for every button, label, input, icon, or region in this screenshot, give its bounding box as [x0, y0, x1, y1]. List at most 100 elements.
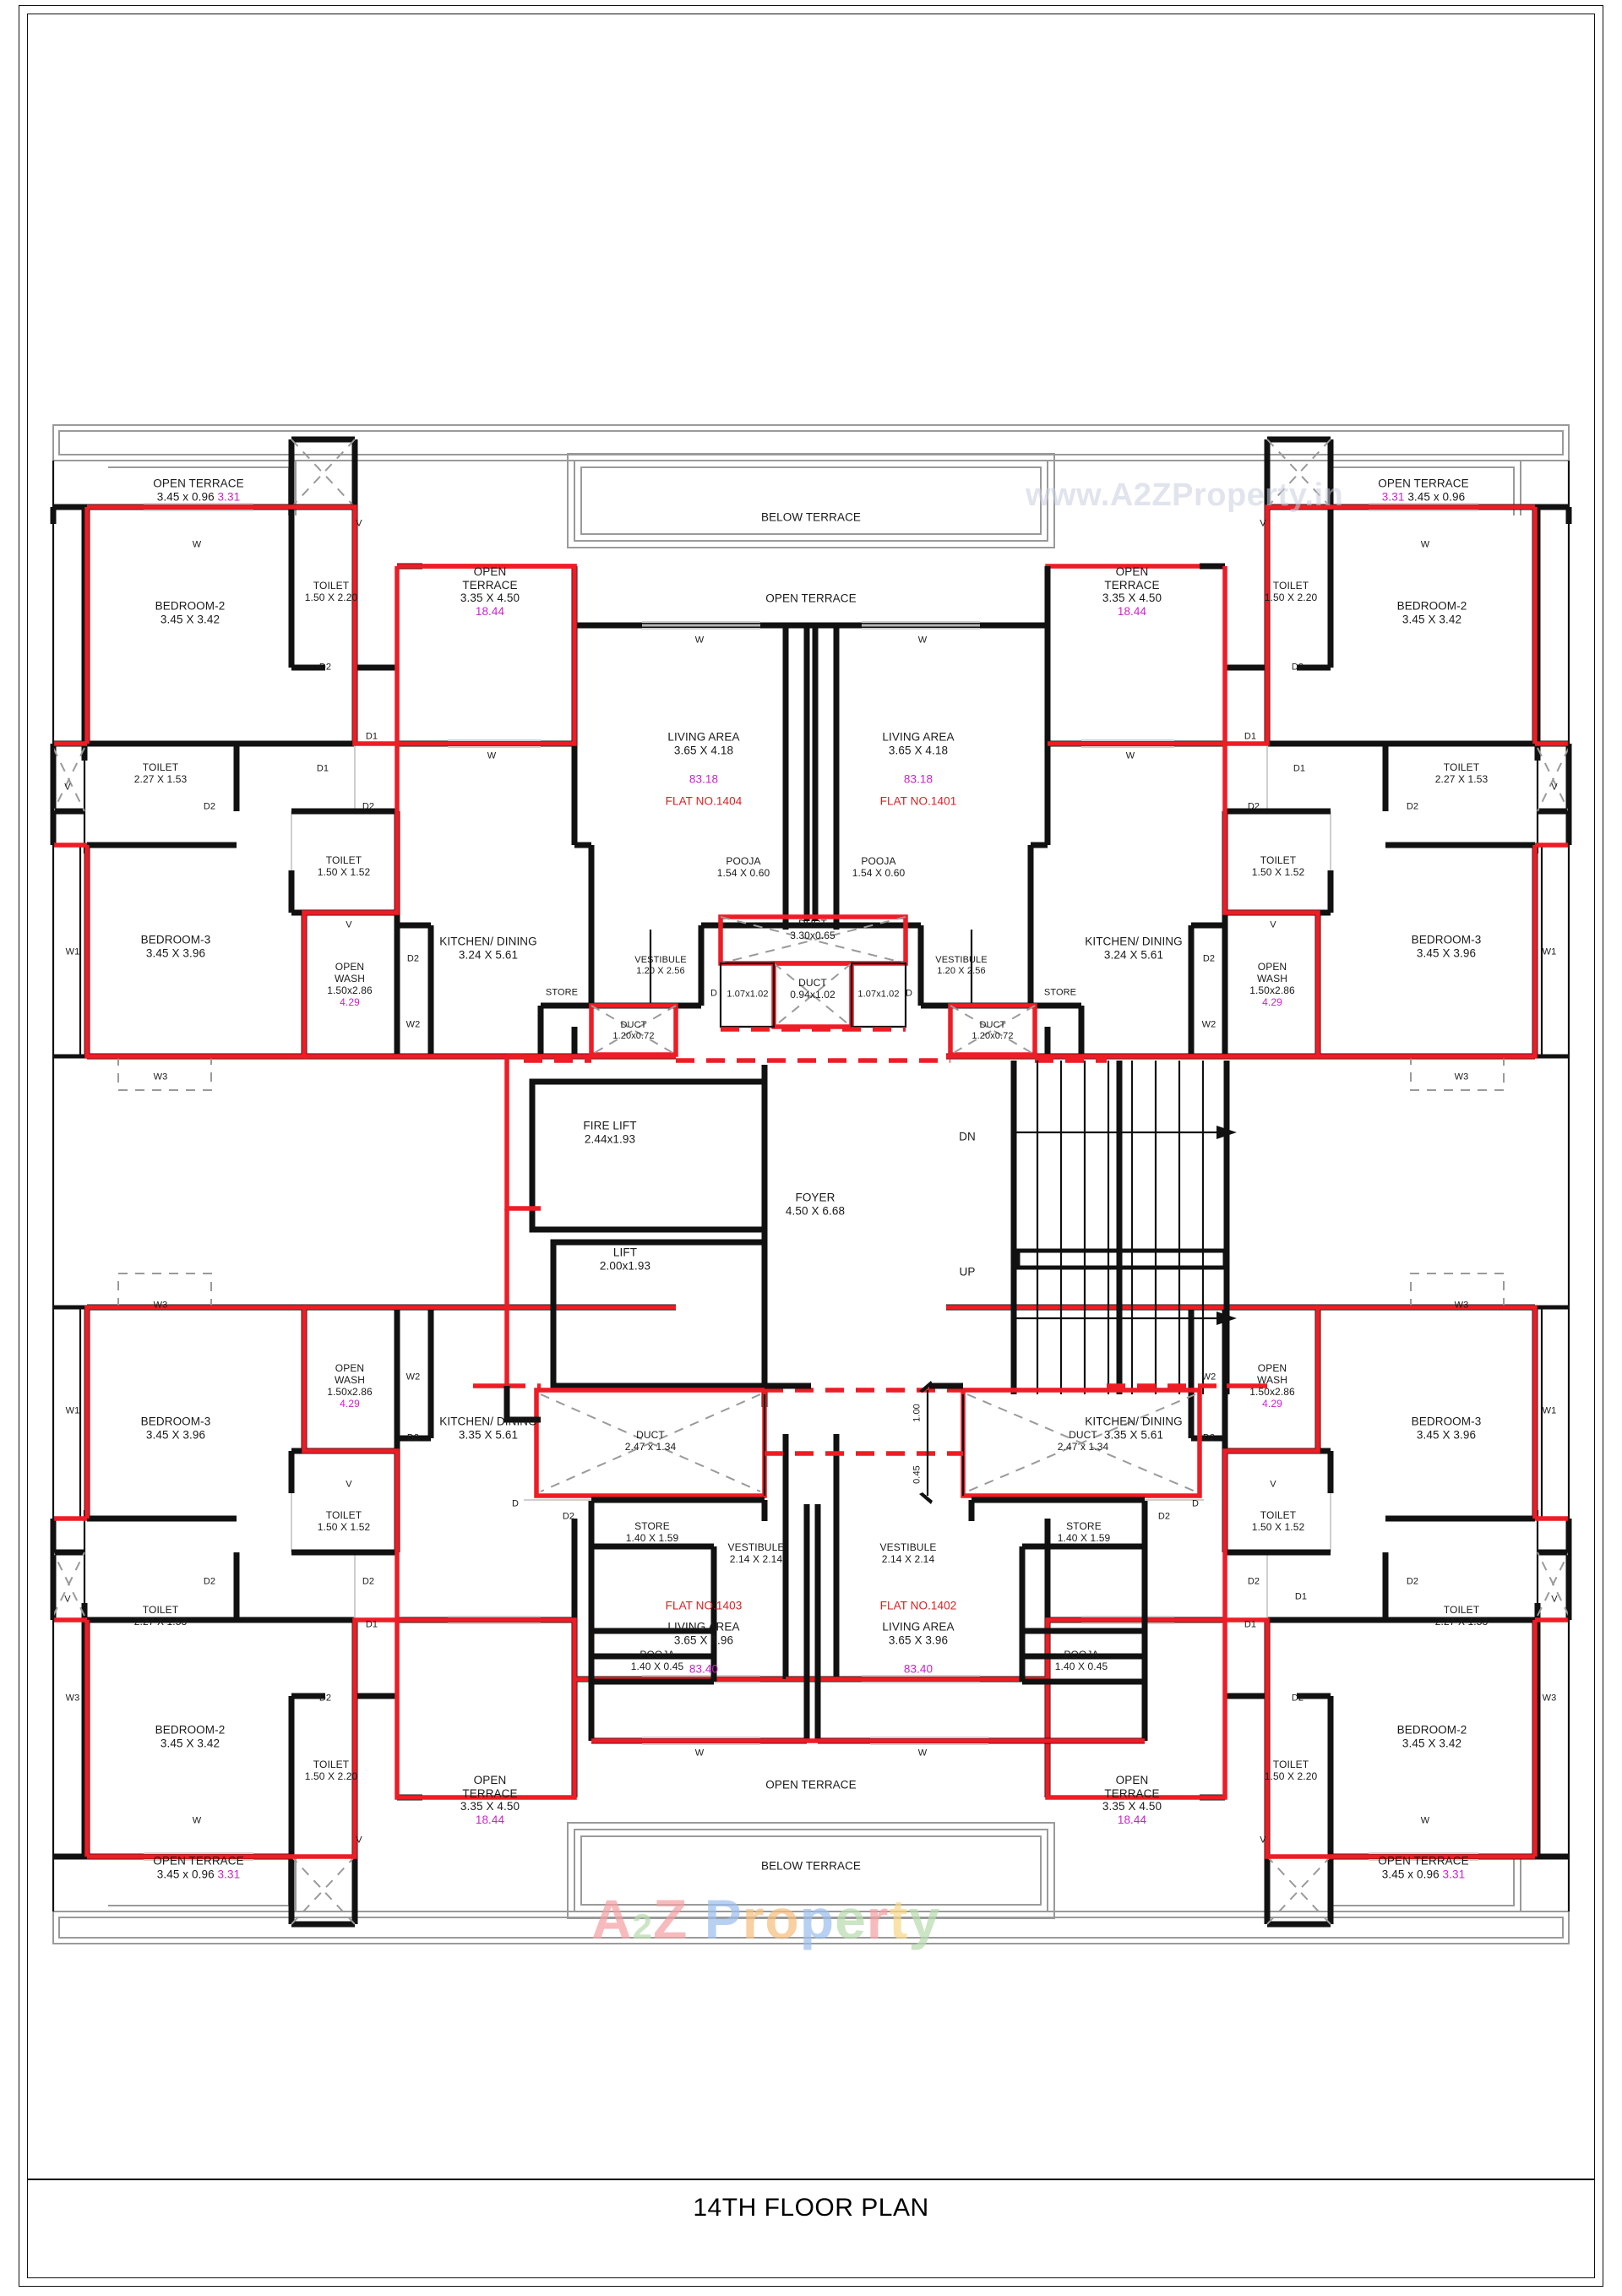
window-label-tr-terr: W: [1125, 750, 1135, 761]
ventilator-label-bl: V: [356, 1835, 362, 1846]
ventilator-label-tr-c: V: [1270, 919, 1276, 930]
door1-label-br-a: D1: [1244, 1619, 1257, 1630]
door1-label-tr-b: D1: [1293, 763, 1306, 774]
flat-number-1402: FLAT NO.1402: [879, 1599, 957, 1612]
window-label-tl-terr: W: [487, 750, 497, 761]
room-label-store-tr: STORE: [1043, 987, 1077, 998]
door2-label-tl-c: D2: [362, 801, 375, 812]
outer-thin-lines: [52, 461, 1570, 1912]
window3-label-tl: W3: [153, 1072, 168, 1083]
door2-label-bl-c: D2: [362, 1576, 375, 1587]
sheet-border-inner: [27, 14, 1595, 2278]
stair-direction-up: UP: [959, 1265, 976, 1279]
window2-label-tr: W2: [1201, 1019, 1216, 1030]
door2-label-tr-b: D2: [1406, 801, 1419, 812]
flat-number-1404: FLAT NO.1404: [665, 794, 743, 808]
dimension-100: 1.00: [912, 1404, 923, 1422]
window1-label-tl: W1: [65, 946, 80, 957]
door1-label-tr-a: D1: [1244, 731, 1257, 742]
window1-label-bl: W1: [65, 1405, 80, 1416]
terrace-outlines-top: [52, 424, 1570, 548]
area-value-living-tl: 83.18: [689, 772, 719, 786]
door2-label-tl-d: D2: [406, 953, 420, 964]
window2-label-br: W2: [1201, 1372, 1216, 1383]
room-label-open-terrace-bl: OPEN TERRACE 3.45 x 0.96 3.31: [153, 1854, 244, 1881]
door-label-tr: D: [905, 988, 913, 999]
terrace-outlines-bottom: [52, 1822, 1570, 1944]
window-label-br-living: W: [917, 1748, 928, 1759]
bottom-window-bands: [591, 1737, 1145, 1745]
door2-label-bl-d: D2: [406, 1432, 420, 1443]
door2-label-br-c: D2: [1247, 1576, 1260, 1587]
window-label-tr-living: W: [917, 635, 928, 646]
sheet-border-outer: [19, 5, 1603, 2287]
ventilator-label-tl-c: V: [346, 919, 352, 930]
room-label-open-terrace-tl: OPEN TERRACE 3.45 x 0.96 3.31: [153, 477, 244, 504]
door2-label-br-d: D2: [1202, 1432, 1216, 1443]
door-label-br-core: D: [1191, 1498, 1200, 1509]
door2-label-tl-a: D2: [318, 662, 332, 673]
flat-1403-walls: [50, 1273, 840, 1928]
door1-label-bl-a: D1: [365, 1619, 378, 1630]
dimension-045: 0.45: [912, 1465, 923, 1484]
title-divider: [28, 2179, 1594, 2180]
door1-label-tl-b: D1: [316, 763, 329, 774]
door2-label-br-store: D2: [1157, 1511, 1171, 1522]
duct-dim-right-small: 1.07x1.02: [857, 989, 900, 1000]
door2-label-bl-b: D2: [203, 1576, 216, 1587]
stair-direction-down: DN: [959, 1130, 976, 1143]
ventilator-label-tl: V: [356, 518, 362, 529]
ventilator-label-bl-b: V: [64, 1594, 71, 1605]
window3-label-tr: W3: [1454, 1072, 1469, 1083]
door2-label-tr-c: D2: [1247, 801, 1260, 812]
flat-number-1403: FLAT NO.1403: [665, 1599, 743, 1612]
window3-label-bl-b: W3: [65, 1693, 80, 1704]
ventilator-label-bl-c: V: [346, 1479, 352, 1490]
ventilator-label-br-b: V: [1551, 1594, 1558, 1605]
label-open-terrace-bottom: OPEN TERRACE: [765, 1778, 857, 1792]
door-label-tl: D: [710, 988, 718, 999]
room-label-store-tl: STORE: [545, 987, 579, 998]
door2-label-tl-b: D2: [203, 801, 216, 812]
page-title: 14TH FLOOR PLAN: [693, 2194, 929, 2222]
door2-label-br-a: D2: [1291, 1693, 1304, 1704]
